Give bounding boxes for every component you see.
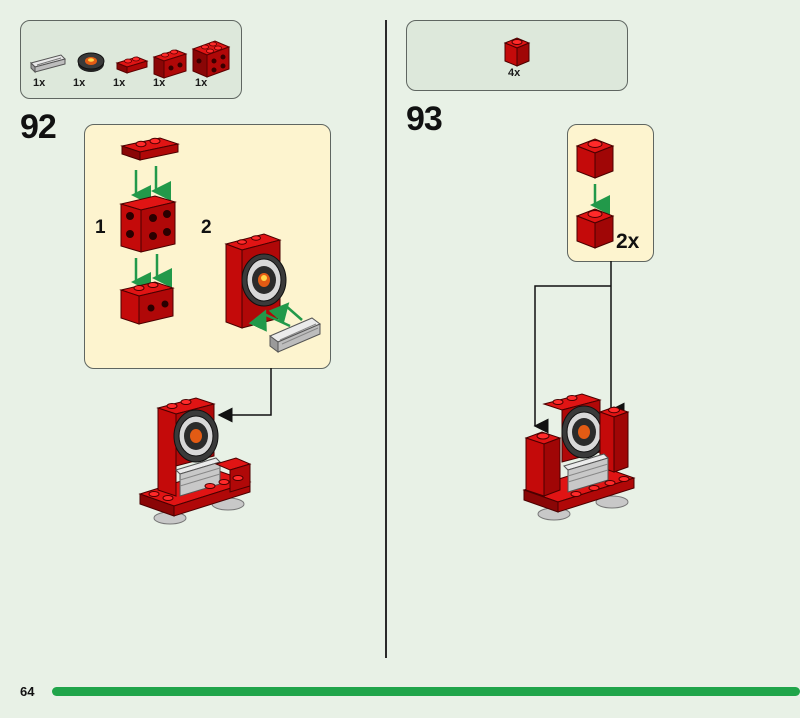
- page-number: 64: [20, 684, 35, 699]
- grey-grille-plate: [269, 317, 321, 353]
- step-number-93: 93: [406, 100, 443, 138]
- red-brick-1x1-top: [575, 138, 615, 179]
- parts-list-step-93: 4x: [406, 20, 628, 91]
- parts-list-graphics: [30, 40, 231, 79]
- step-93-illustration: [522, 138, 636, 521]
- red-plate-1x2-icon: [115, 56, 149, 74]
- red-brick-1x2-icon: [152, 49, 188, 79]
- step-92-illustration: [119, 137, 321, 525]
- red-plate-top: [120, 137, 180, 161]
- step-92-model: [138, 397, 252, 525]
- red-brick-1x1-icon: [503, 37, 531, 67]
- red-brick-2x2-middle: [119, 195, 177, 253]
- page-divider: [385, 20, 387, 658]
- substep-number-2: 2: [201, 217, 212, 238]
- round-printed-tile-icon: [77, 52, 105, 72]
- step-93-model: [522, 393, 636, 521]
- part-qty: 1x: [195, 77, 208, 89]
- parts-list-step-92: 1x 1x 1x 1x 1x: [20, 20, 242, 99]
- part-qty: 1x: [33, 77, 46, 89]
- substep-2-assembly: [224, 233, 287, 329]
- step-number-92: 92: [20, 108, 57, 146]
- substep-number-1: 1: [95, 217, 106, 238]
- grey-grille-plate-icon: [30, 54, 66, 74]
- red-brick-bottom: [119, 281, 175, 325]
- progress-bar: [52, 687, 800, 696]
- part-qty: 4x: [508, 67, 521, 79]
- red-brick-2x2-icon: [191, 40, 231, 78]
- part-qty: 1x: [113, 77, 126, 89]
- red-brick-1x1-bottom: [575, 208, 615, 249]
- part-qty: 1x: [73, 77, 86, 89]
- multiplier-label: 2x: [616, 230, 640, 253]
- part-qty: 1x: [153, 77, 166, 89]
